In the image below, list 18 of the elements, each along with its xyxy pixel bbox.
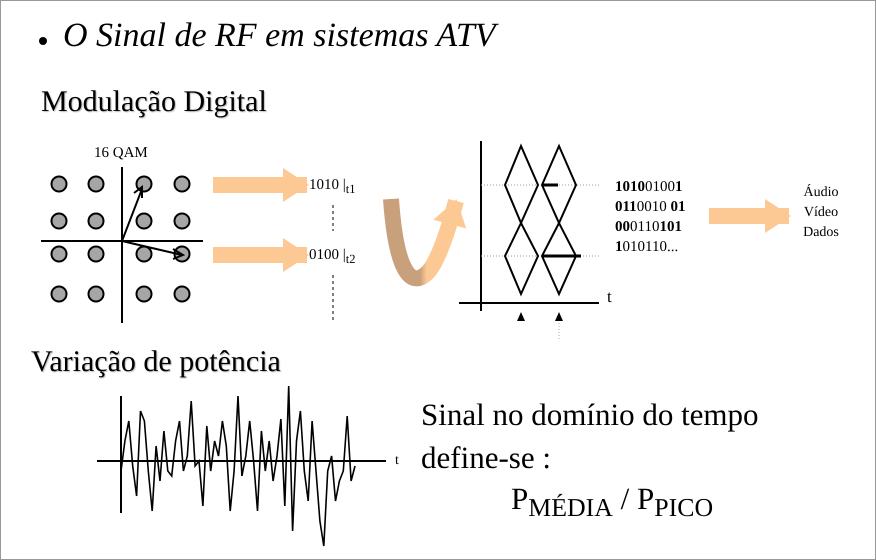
block-arrow — [709, 199, 791, 233]
axis-label: t — [607, 287, 612, 307]
section-heading: Modulação Digital — [41, 85, 267, 119]
bit-symbol: 1010 |$_{t1}$ — [309, 176, 356, 198]
bit-row-text: 101001001 — [615, 178, 684, 197]
section-heading: Variação de potência — [31, 345, 281, 379]
bit-symbol: 0100 |$_{t2}$ — [309, 246, 356, 268]
output-label: Áudio Vídeo Dados — [802, 183, 840, 242]
constellation-label: 16 QAM — [94, 145, 148, 162]
bit-row-text: 000110101 — [615, 218, 683, 237]
formula-text: P$_{MÉDIA}$ / P$_{PICO}$ — [511, 481, 714, 524]
block-arrow — [213, 238, 309, 272]
bit-row-text: 0110010 01 — [615, 198, 686, 217]
block-arrow — [213, 168, 309, 202]
description-text: Sinal no domínio do tempo define-se : — [421, 396, 760, 478]
bit-row-text: 1010110... — [615, 238, 680, 257]
block-arrow — [383, 198, 466, 286]
axis-label: t — [395, 453, 399, 469]
